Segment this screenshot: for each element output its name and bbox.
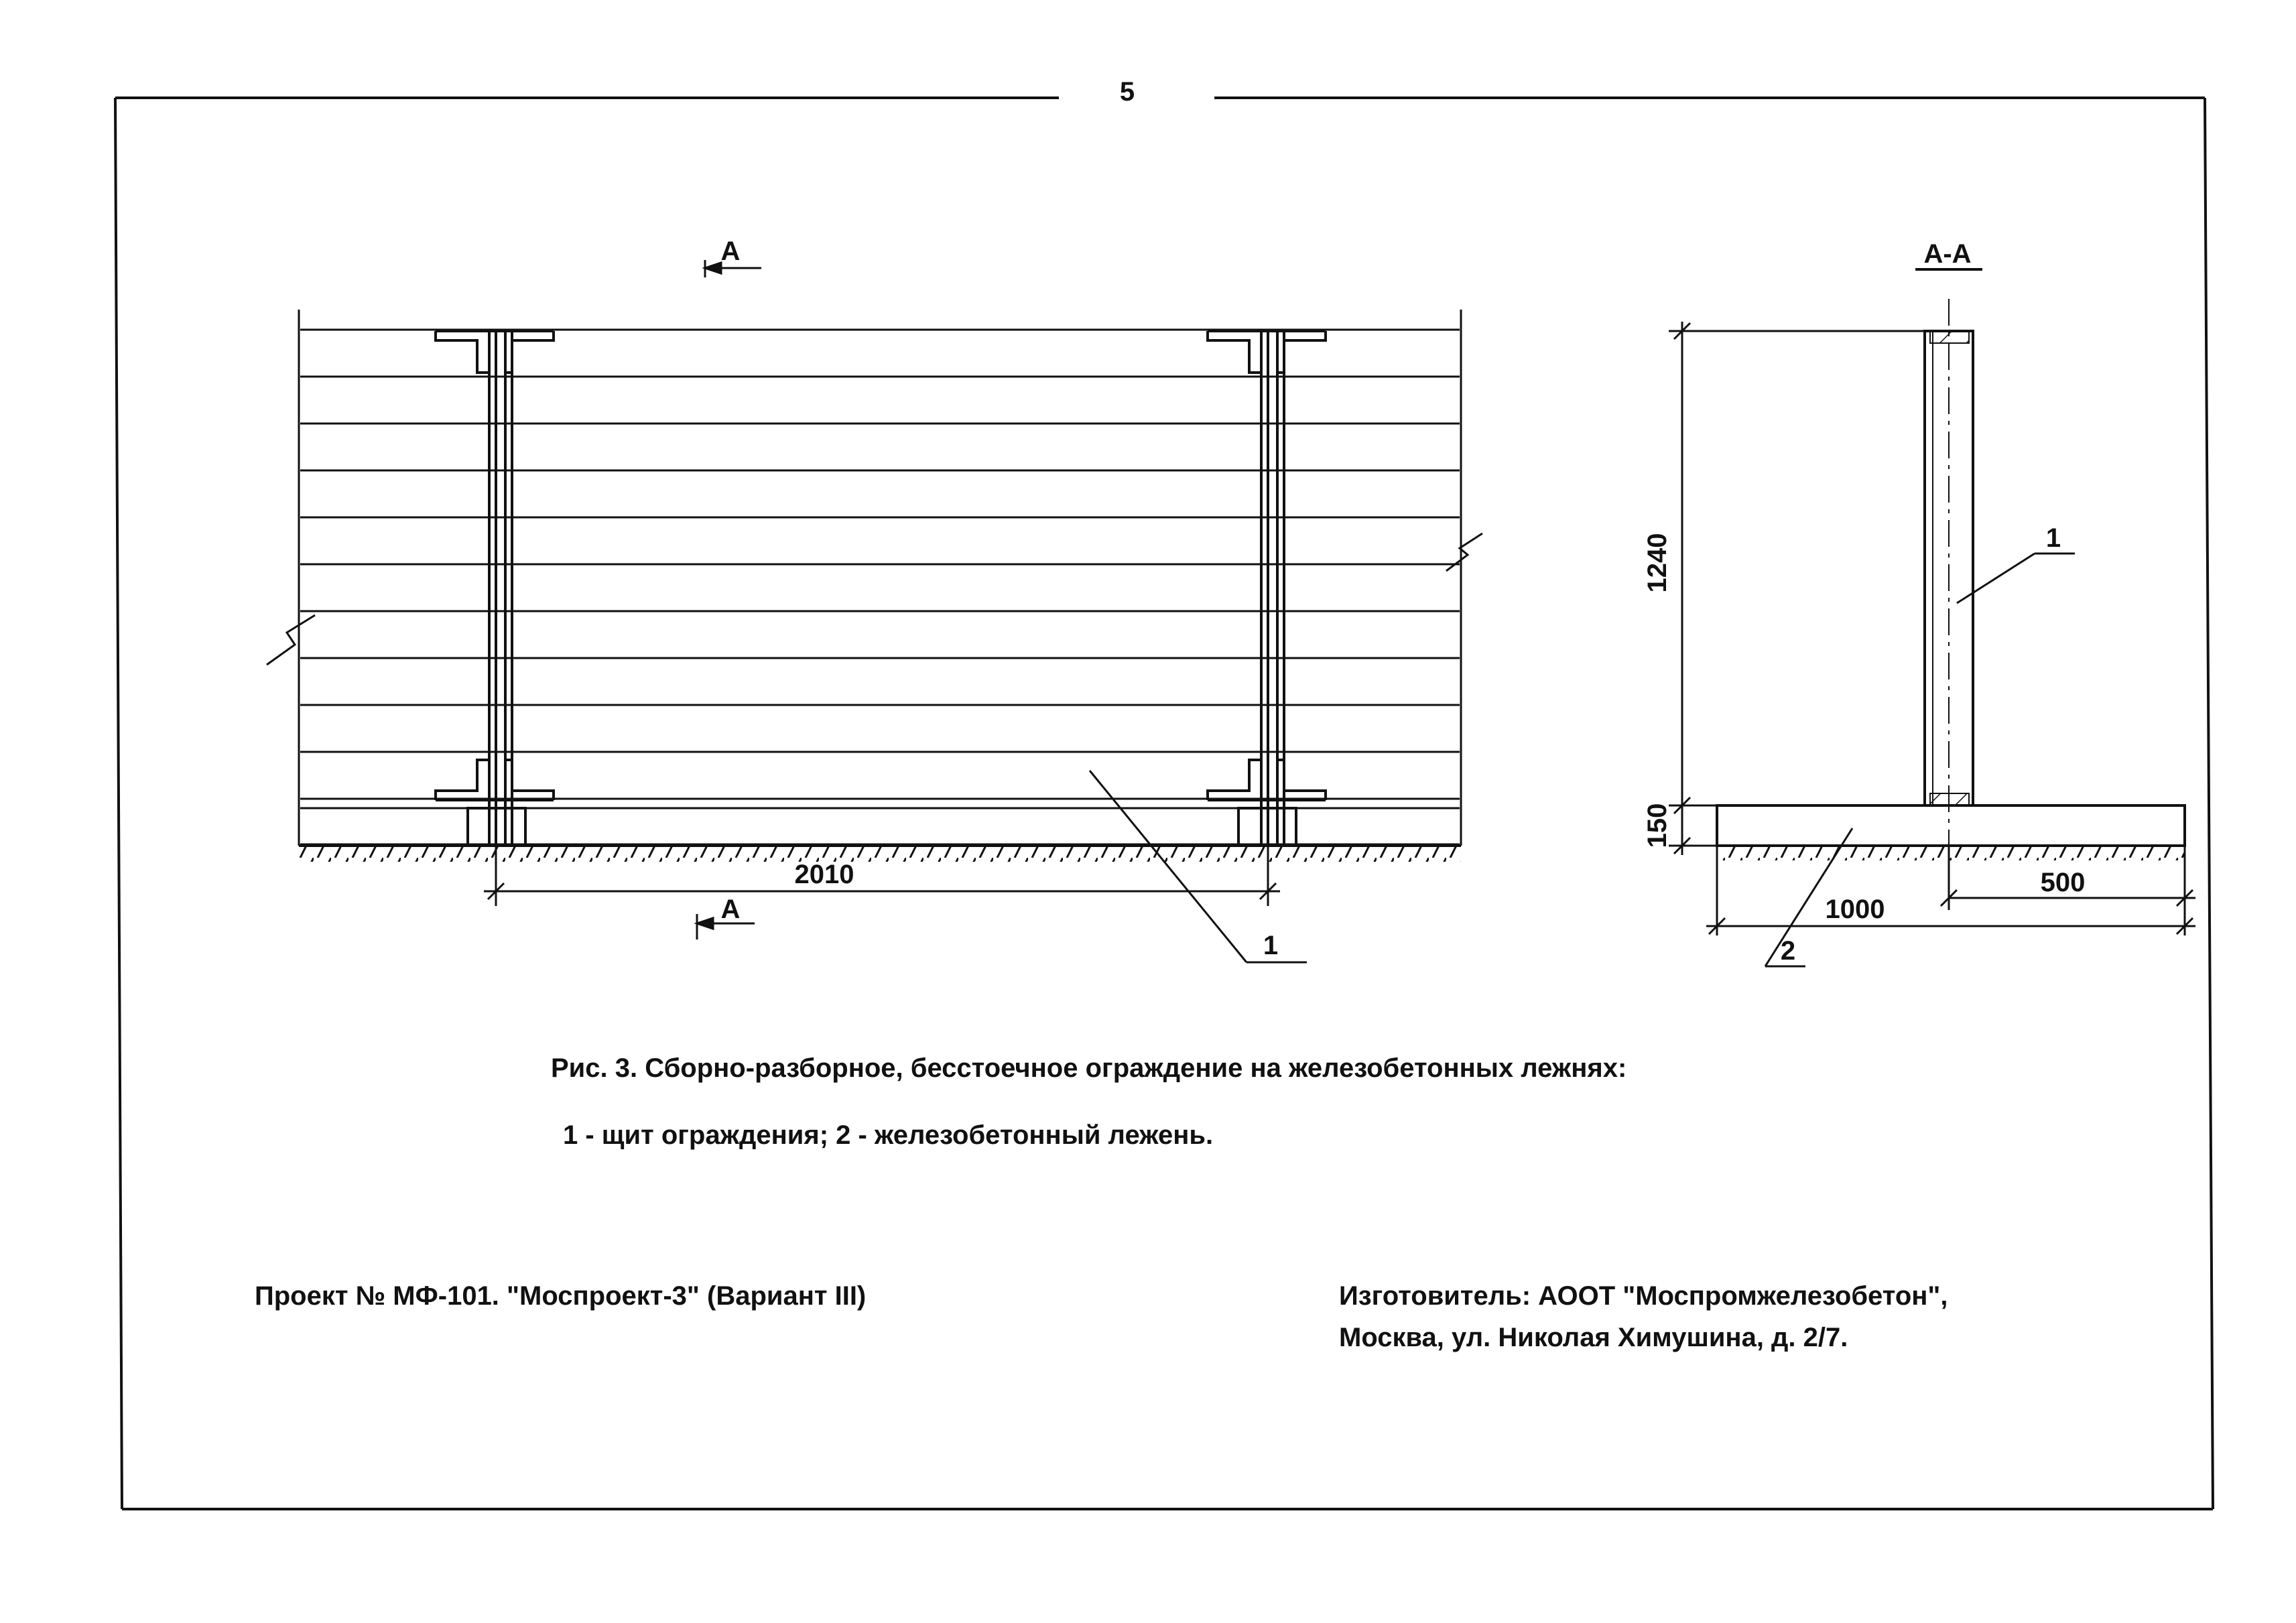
figure-caption: Рис. 3. Сборно-разборное, бесстоечное ог… bbox=[551, 1053, 1627, 1083]
section-base bbox=[1716, 804, 2186, 847]
section-mark-top-label: A bbox=[721, 237, 741, 266]
post-right bbox=[1206, 330, 1327, 847]
dim-height-panel-label: 1240 bbox=[1643, 533, 1672, 593]
section-mark-top bbox=[702, 260, 761, 277]
callout-base-label: 2 bbox=[1781, 936, 1795, 966]
callout-item-1 bbox=[1088, 770, 1307, 964]
page-number: 5 bbox=[1120, 77, 1135, 107]
dim-height-base-label: 150 bbox=[1643, 803, 1672, 848]
figure-legend: 1 - щит ограждения; 2 - железобетонный л… bbox=[563, 1120, 1214, 1150]
break-mark-left bbox=[266, 614, 316, 666]
callout-base bbox=[1764, 828, 1854, 968]
manufacturer-line-1: Изготовитель: АООТ "Моспромжелезобетон", bbox=[1339, 1281, 1948, 1311]
section-ground-hatch bbox=[1717, 846, 2185, 860]
manufacturer-line-2: Москва, ул. Николая Химушина, д. 2/7. bbox=[1339, 1323, 1848, 1352]
section-view: А-А 1240 150 bbox=[1643, 239, 2195, 968]
front-view: A A 2010 1 bbox=[266, 237, 1483, 964]
sheet-frame bbox=[114, 96, 2214, 1510]
dim-span bbox=[484, 846, 1280, 906]
post-left bbox=[434, 330, 555, 847]
section-mark-bottom-label: A bbox=[721, 895, 741, 924]
dim-span-label: 2010 bbox=[795, 860, 854, 889]
callout-panel-label: 1 bbox=[2046, 523, 2061, 553]
callout-item-1-label: 1 bbox=[1263, 931, 1278, 960]
dim-horizontal bbox=[1706, 846, 2195, 935]
dim-vertical bbox=[1669, 322, 1937, 855]
section-title: А-А bbox=[1923, 239, 1971, 269]
callout-panel bbox=[1956, 552, 2075, 604]
project-reference: Проект № МФ-101. "Моспроект-3" (Вариант … bbox=[255, 1281, 867, 1311]
break-mark-right bbox=[1446, 532, 1483, 572]
ground-line bbox=[299, 844, 1461, 862]
dim-half-width-label: 500 bbox=[2041, 868, 2086, 897]
fence-boards bbox=[298, 310, 1462, 846]
section-mark-bottom bbox=[694, 914, 755, 939]
dim-width-base-label: 1000 bbox=[1826, 895, 1885, 924]
